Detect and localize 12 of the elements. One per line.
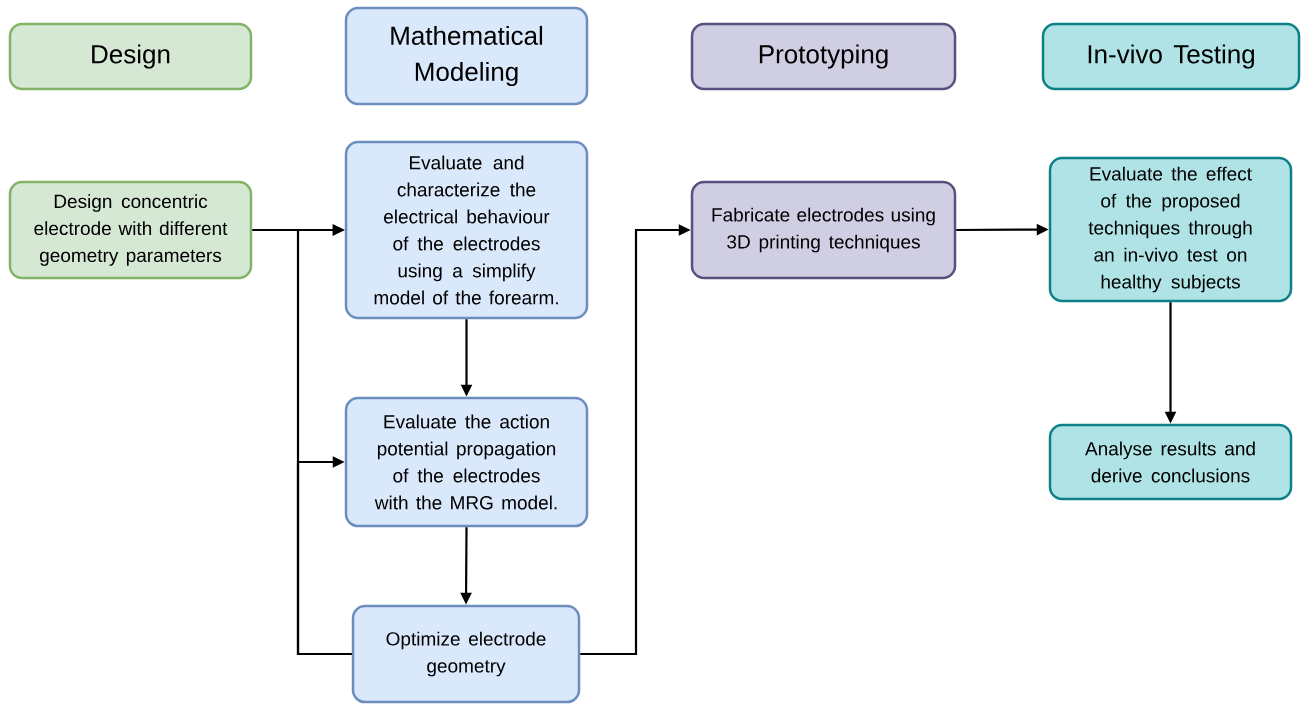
- process-box: Design concentric electrode with different geometry parameters: [8, 180, 253, 280]
- process-box: Fabricate electrodes using 3D printing techniques: [690, 180, 957, 280]
- phase-header-box: Mathematical Modeling: [344, 6, 589, 106]
- process-box: Evaluate and characterize the electrical behaviour of the electrodes using a simplify model of the forearm.: [344, 140, 589, 320]
- process-box: Evaluate the action potential propagation of the electrodes with the MRG model.: [344, 396, 589, 528]
- phase-header-box: In-vivo Testing: [1041, 22, 1301, 91]
- arrow: [296, 456, 352, 656]
- process-box: Evaluate the effect of the proposed techniques through an in-vivo test on healthy subjects: [1048, 156, 1293, 303]
- process-box: Analyse results and derive conclusions: [1048, 423, 1293, 501]
- phase-header-box: Design: [8, 22, 253, 91]
- phase-header-box: Prototyping: [690, 22, 957, 91]
- process-box: Optimize electrode geometry: [351, 604, 581, 704]
